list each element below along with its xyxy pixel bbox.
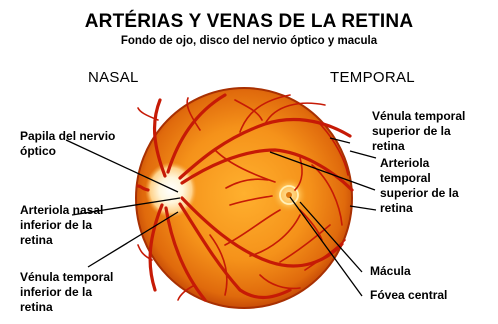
label-macula: Mácula (370, 264, 411, 279)
label-fovea-central: Fóvea central (370, 288, 447, 303)
label-arteriola-temporal-superior: Arteriola temporal superior de la retina (380, 156, 459, 216)
label-arteriola-nasal-inferior: Arteriola nasal inferior de la retina (20, 203, 103, 248)
label-papila-nervio-optico: Papila del nervio óptico (20, 129, 115, 159)
label-venula-temporal-superior: Vénula temporal superior de la retina (372, 109, 465, 154)
fovea (286, 192, 292, 198)
label-venula-temporal-inferior: Vénula temporal inferior de la retina (20, 270, 113, 315)
